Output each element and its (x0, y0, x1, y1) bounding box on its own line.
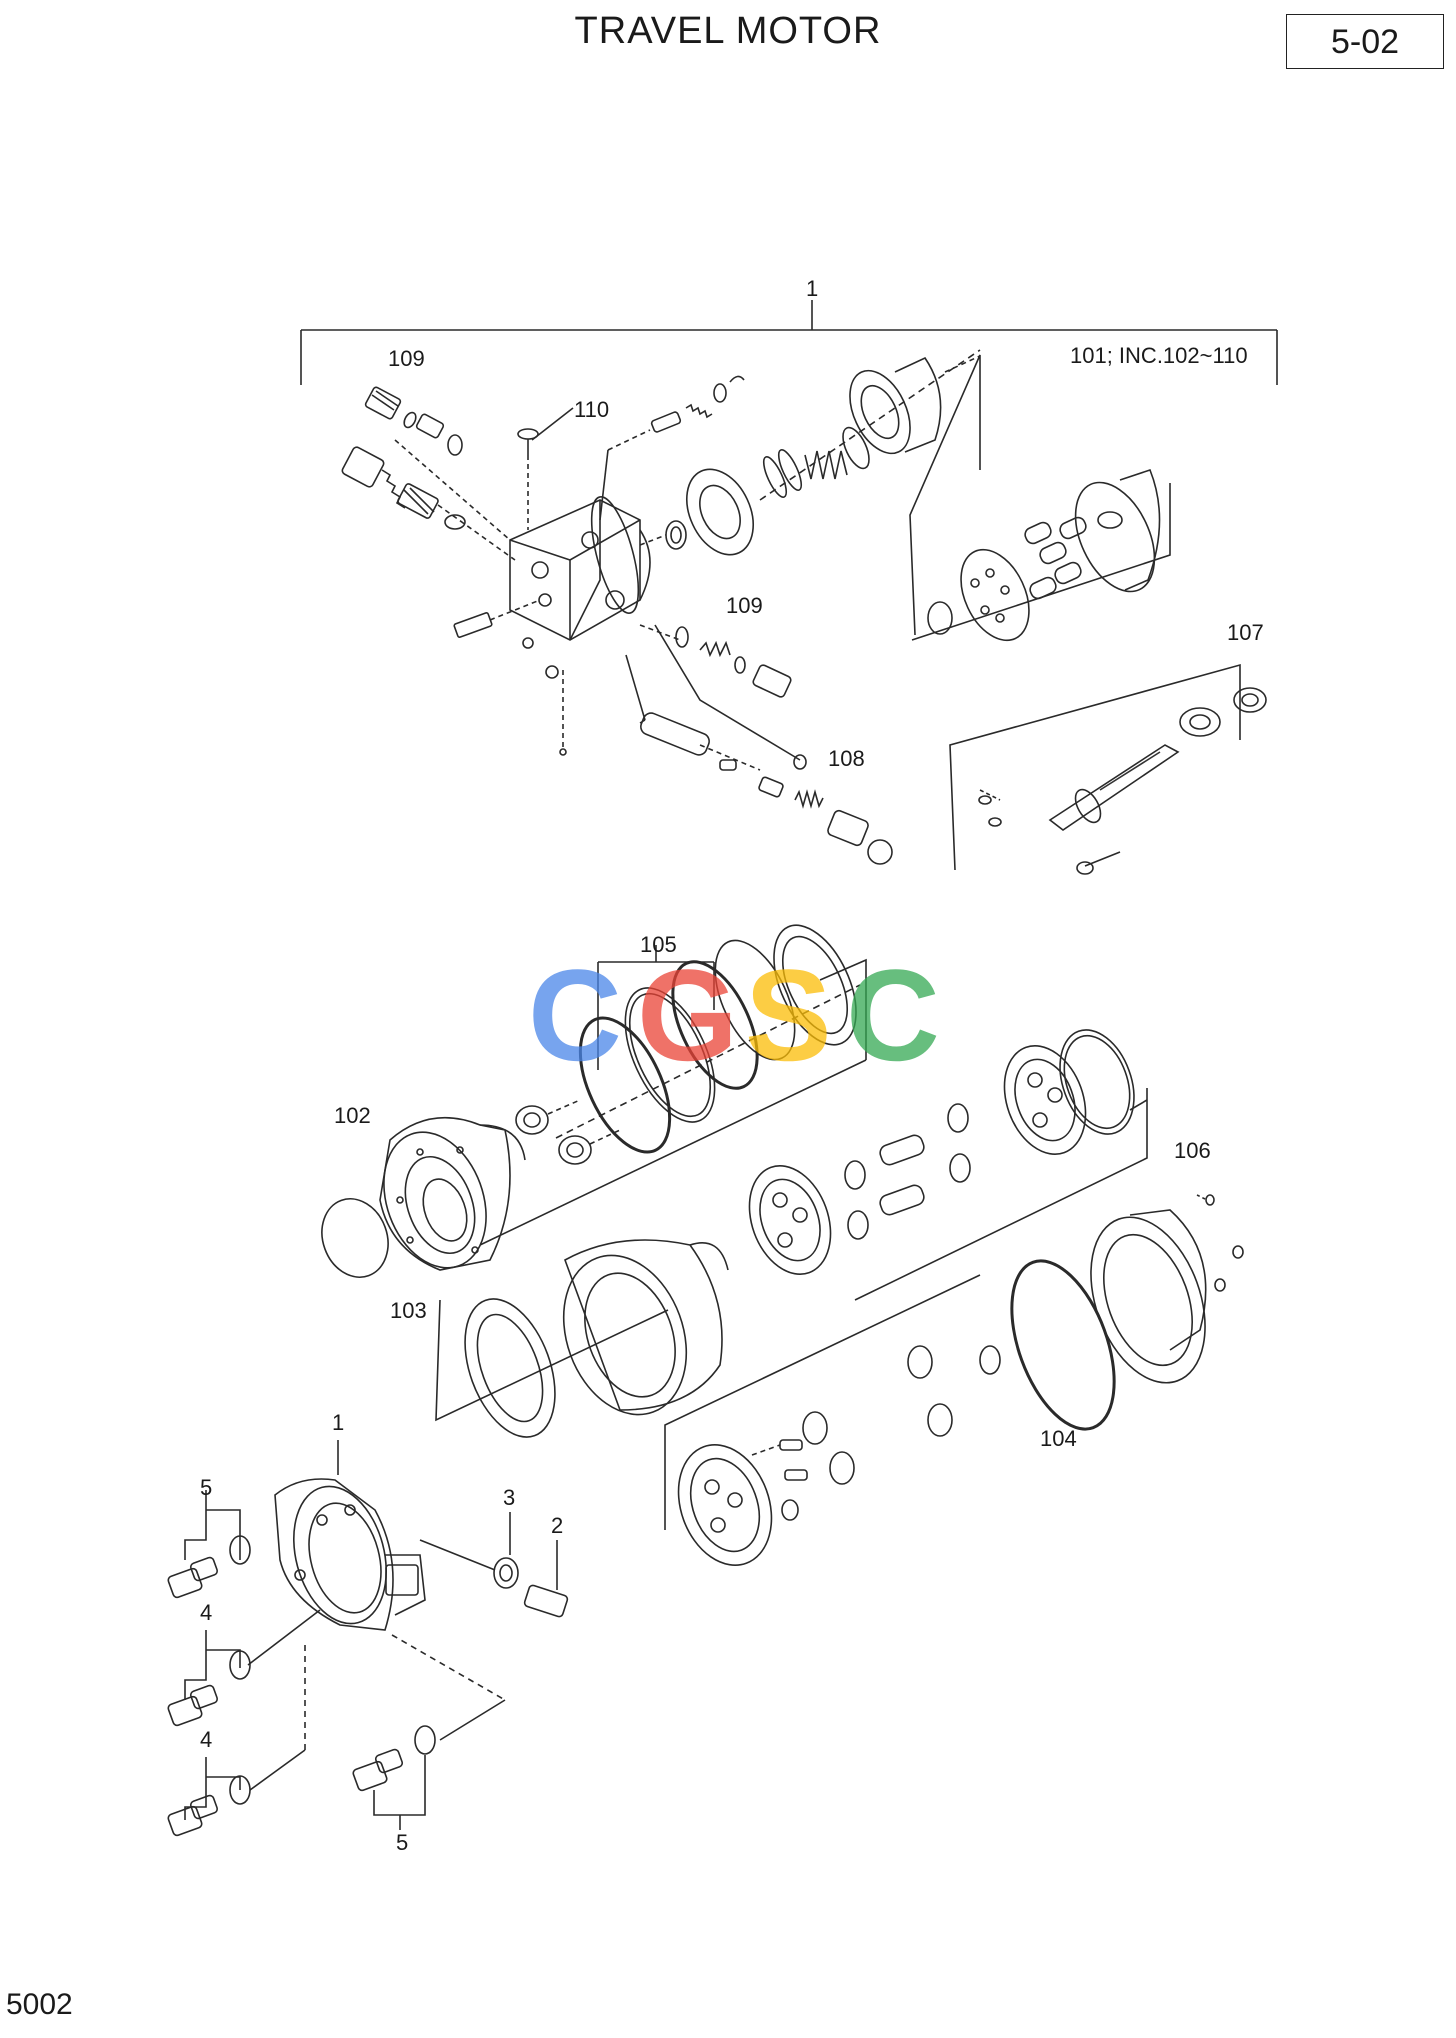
valve-plate (639, 468, 754, 556)
piston-spring-stack (762, 426, 870, 498)
callout-107: 107 (1227, 620, 1264, 645)
callout-4-low: 4 (200, 1727, 212, 1752)
planetary-gears-lower (664, 1274, 1001, 1566)
bearing-top (759, 349, 981, 501)
small-fittings (453, 599, 567, 756)
callout-102: 102 (334, 1103, 371, 1128)
watermark-letter-g: G (637, 942, 738, 1088)
callout-includes: 101; INC.102~110 (1070, 343, 1248, 368)
valve-block (509, 496, 651, 641)
callout-109-left: 109 (388, 346, 425, 371)
callout-104: 104 (1040, 1426, 1077, 1451)
callout-2: 2 (551, 1513, 563, 1538)
page-title: TRAVEL MOTOR (574, 10, 882, 52)
brake-valve-top (599, 375, 745, 521)
footer-code: 5002 (6, 1988, 73, 2021)
motor-housing (321, 1099, 621, 1278)
ring-gear-housing (435, 1239, 729, 1438)
watermark-letter-c1: C (528, 942, 622, 1088)
spool-108 (625, 624, 893, 865)
callout-5-top: 5 (200, 1475, 212, 1500)
watermark-letter-c2: C (846, 942, 940, 1088)
fittings-lower (167, 1490, 569, 1837)
callout-103: 103 (390, 1298, 427, 1323)
assembly-bracket (300, 300, 1278, 385)
pistons (1024, 516, 1087, 600)
callout-lower-assembly: 1 (332, 1410, 344, 1435)
relief-valve-left (341, 386, 516, 561)
callout-106: 106 (1174, 1138, 1211, 1163)
callout-3: 3 (503, 1485, 515, 1510)
planetary-gears-upper (748, 1029, 1148, 1301)
callout-108: 108 (828, 746, 865, 771)
callout-110: 110 (574, 397, 609, 422)
watermark-letter-s: S (745, 942, 832, 1088)
page-code-box: 5-02 (1286, 14, 1444, 69)
cylinder-block-group (909, 354, 1171, 642)
seal-rings (479, 924, 867, 1246)
callout-assembly: 1 (806, 276, 818, 301)
shaft-group (949, 663, 1267, 875)
assembled-motor (274, 1440, 426, 1631)
relief-valve-right (639, 624, 792, 698)
callout-5-bottom: 5 (396, 1830, 408, 1855)
callout-109-right: 109 (726, 593, 763, 618)
cover-assembly (1010, 1194, 1244, 1431)
callout-4-mid: 4 (200, 1600, 212, 1625)
plug-110 (517, 407, 574, 530)
callout-105: 105 (640, 932, 677, 957)
